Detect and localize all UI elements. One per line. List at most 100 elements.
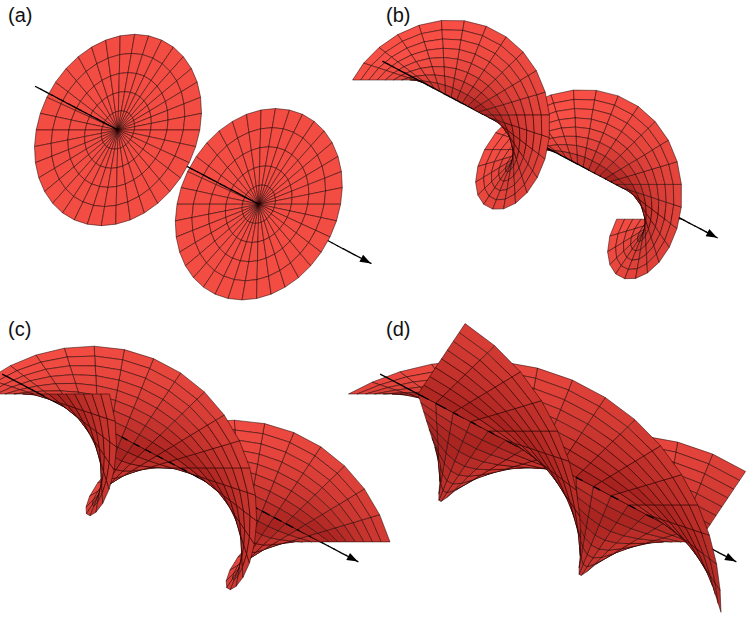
- propagation-axis: [328, 546, 334, 549]
- surface-patch: [226, 198, 243, 205]
- surface-patch: [96, 494, 103, 513]
- surface-patch: [111, 74, 120, 95]
- propagation-axis: [337, 246, 343, 249]
- propagation-axis: [36, 87, 42, 90]
- surface-patch: [533, 401, 558, 431]
- surface-patch: [427, 48, 444, 58]
- surface-patch: [254, 167, 260, 187]
- surface-patch: [259, 195, 276, 205]
- surface-patch: [111, 149, 117, 169]
- surface-patch: [290, 433, 321, 456]
- propagation-axis: [404, 387, 410, 390]
- axis-arrowhead: [346, 553, 358, 562]
- surface-patch: [183, 113, 201, 130]
- surface-patch: [625, 269, 638, 279]
- propagation-axis: [220, 184, 226, 187]
- propagation-axis: [354, 255, 360, 258]
- propagation-axis: [365, 261, 371, 264]
- propagation-axis: [133, 443, 139, 446]
- surface-patch: [197, 392, 224, 420]
- surface-patch: [175, 373, 205, 399]
- propagation-axis: [275, 518, 281, 521]
- surface-patch: [259, 201, 276, 204]
- panel-label: (b): [386, 4, 410, 26]
- surface-patch: [648, 122, 668, 146]
- propagation-axis: [388, 64, 394, 67]
- propagation-axis: [334, 549, 340, 552]
- surface-patch: [309, 230, 330, 252]
- surface-patch: [671, 205, 682, 229]
- propagation-axis: [75, 107, 81, 110]
- surface-patch: [118, 120, 135, 130]
- surface-patch: [504, 194, 516, 209]
- propagation-axis: [684, 220, 690, 223]
- panel-label: (d): [386, 318, 410, 340]
- surface-patch: [308, 191, 326, 204]
- surface-patch: [519, 128, 526, 145]
- propagation-axis: [242, 196, 248, 199]
- surface-patch: [236, 568, 243, 587]
- surface-patch: [438, 456, 441, 482]
- propagation-axis: [209, 178, 215, 181]
- propagation-axis: [168, 462, 174, 465]
- propagation-axis: [550, 150, 556, 153]
- propagation-axis: [58, 98, 64, 101]
- surface-patch: [371, 515, 390, 542]
- surface-patch: [167, 117, 185, 130]
- surface-patch: [533, 115, 542, 135]
- surface-patch: [599, 398, 635, 427]
- propagation-axis: [594, 487, 600, 490]
- surface-patch: [657, 184, 666, 202]
- surface-patch: [559, 118, 576, 128]
- surface-patch: [193, 191, 212, 204]
- surface-patch: [105, 187, 117, 207]
- propagation-axis: [381, 374, 387, 377]
- surface-patch: [569, 380, 606, 406]
- propagation-axis: [352, 559, 358, 562]
- propagation-axis: [612, 496, 618, 499]
- surface-patch: [108, 55, 120, 76]
- propagation-axis: [192, 169, 198, 172]
- propagation-axis: [578, 164, 584, 167]
- helical-wavefront-panel: [353, 21, 718, 279]
- propagation-axis: [14, 381, 20, 384]
- propagation-axis: [422, 396, 428, 399]
- propagation-axis: [411, 76, 417, 79]
- surface-patch: [539, 135, 550, 159]
- surface-patch: [113, 92, 119, 112]
- surface-patch: [459, 324, 495, 353]
- surface-patch: [112, 130, 118, 149]
- surface-patch: [108, 168, 117, 188]
- surface-patch: [210, 194, 228, 204]
- helical-wavefront-panel: [0, 346, 390, 590]
- propagation-axis: [237, 193, 243, 196]
- surface-patch: [493, 199, 506, 209]
- propagation-axis: [567, 158, 573, 161]
- propagation-axis: [346, 555, 352, 558]
- surface-patch: [249, 242, 258, 262]
- propagation-axis: [322, 543, 328, 546]
- surface-patch: [702, 533, 717, 565]
- surface-patch: [487, 346, 520, 377]
- surface-patch: [575, 109, 594, 120]
- surface-patch: [251, 148, 260, 169]
- propagation-axis: [20, 384, 26, 387]
- surface-patch: [528, 71, 545, 95]
- propagation-axis: [718, 552, 724, 555]
- propagation-axis: [392, 381, 398, 384]
- surface-patch: [70, 366, 96, 376]
- propagation-axis: [97, 119, 103, 122]
- surface-patch: [541, 115, 549, 138]
- propagation-axis: [340, 552, 346, 555]
- surface-patch: [101, 205, 116, 225]
- propagation-axis: [416, 393, 422, 396]
- panel-label: (c): [8, 318, 31, 340]
- surface-patch: [673, 184, 681, 207]
- surface-patch: [651, 197, 658, 214]
- surface-patch: [574, 99, 595, 109]
- propagation-axis: [103, 122, 109, 125]
- surface-patch: [107, 419, 116, 447]
- propagation-axis: [730, 559, 736, 562]
- propagation-axis: [108, 125, 114, 128]
